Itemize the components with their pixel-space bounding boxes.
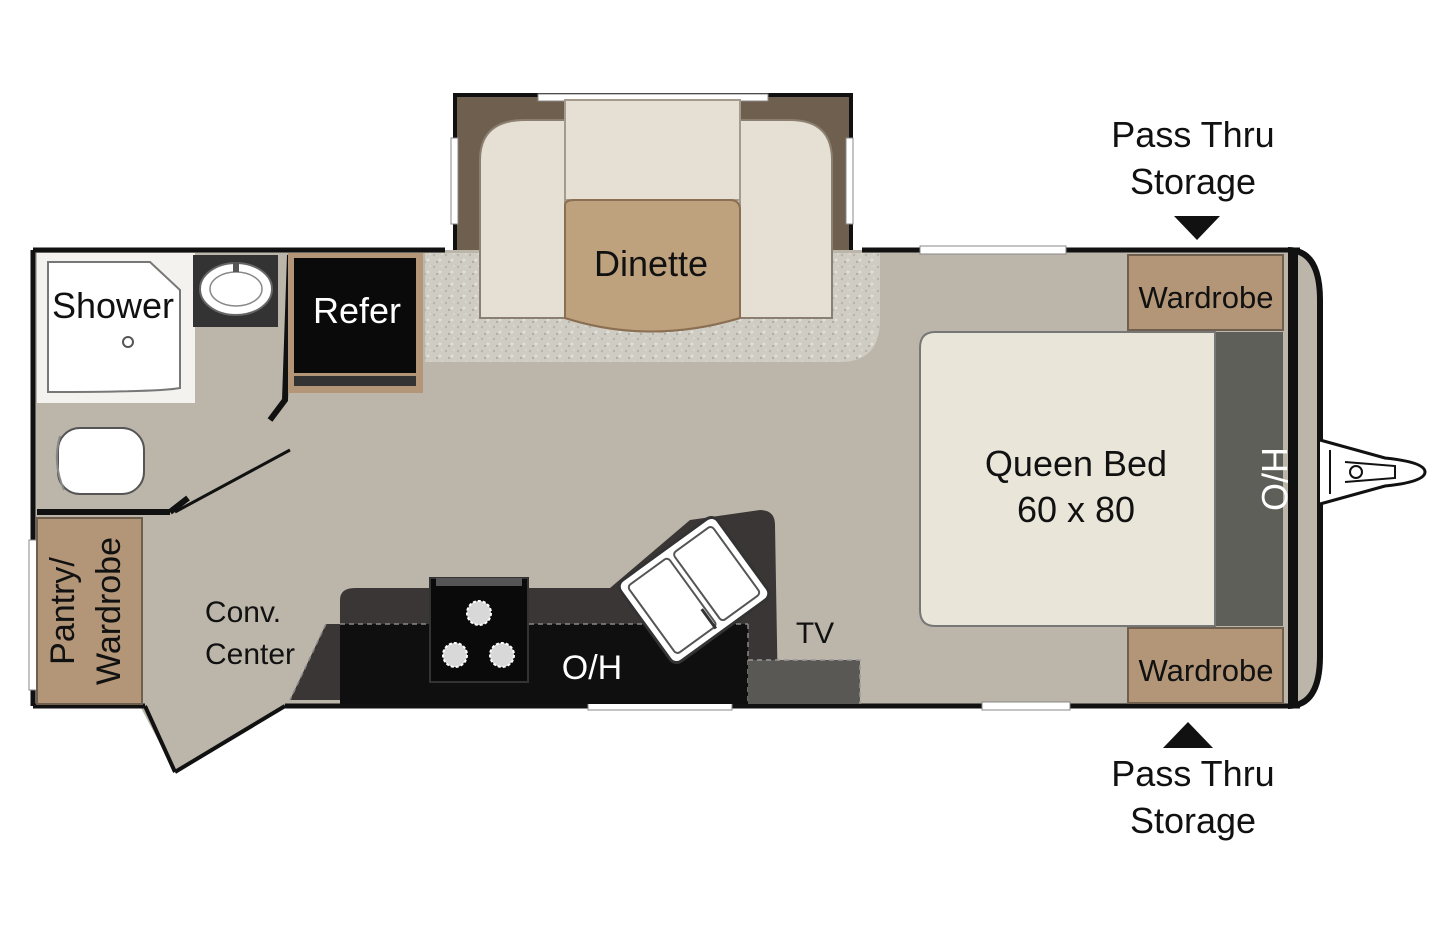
trailer-hitch	[1319, 438, 1427, 506]
pass-thru-top-label-line2: Storage	[1130, 161, 1256, 202]
dinette-label: Dinette	[594, 243, 708, 284]
tv-label: TV	[796, 617, 834, 650]
conv-center-label-line2: Center	[205, 638, 295, 671]
overhead-bed-label: H/O	[1254, 447, 1295, 511]
pantry-label-line1: Pantry/	[44, 557, 82, 665]
bedroom	[919, 254, 1284, 704]
pass-thru-bottom-arrow-icon	[1163, 722, 1213, 748]
pantry-label-line2: Wardrobe	[90, 537, 128, 685]
bed-label-line2: 60 x 80	[1017, 489, 1135, 530]
pass-thru-bottom-label-line1: Pass Thru	[1111, 753, 1274, 794]
pass-thru-top-label-line1: Pass Thru	[1111, 114, 1274, 155]
bathroom	[37, 253, 293, 515]
bed-label-line1: Queen Bed	[985, 443, 1167, 484]
shower-label: Shower	[52, 285, 174, 326]
kitchen-sink	[617, 515, 771, 665]
conv-center-label-line1: Conv.	[205, 596, 281, 629]
dinette	[479, 99, 833, 333]
cooktop	[429, 577, 529, 683]
refer-label: Refer	[313, 290, 401, 331]
pantry-wardrobe	[36, 517, 143, 705]
refrigerator	[288, 253, 423, 393]
kitchen-overhead-label: O/H	[562, 649, 622, 687]
wardrobe-bottom-label: Wardrobe	[1139, 653, 1274, 688]
pass-thru-top-arrow-icon	[1174, 216, 1220, 240]
wardrobe-top-label: Wardrobe	[1139, 280, 1274, 315]
pass-thru-bottom-label-line2: Storage	[1130, 800, 1256, 841]
